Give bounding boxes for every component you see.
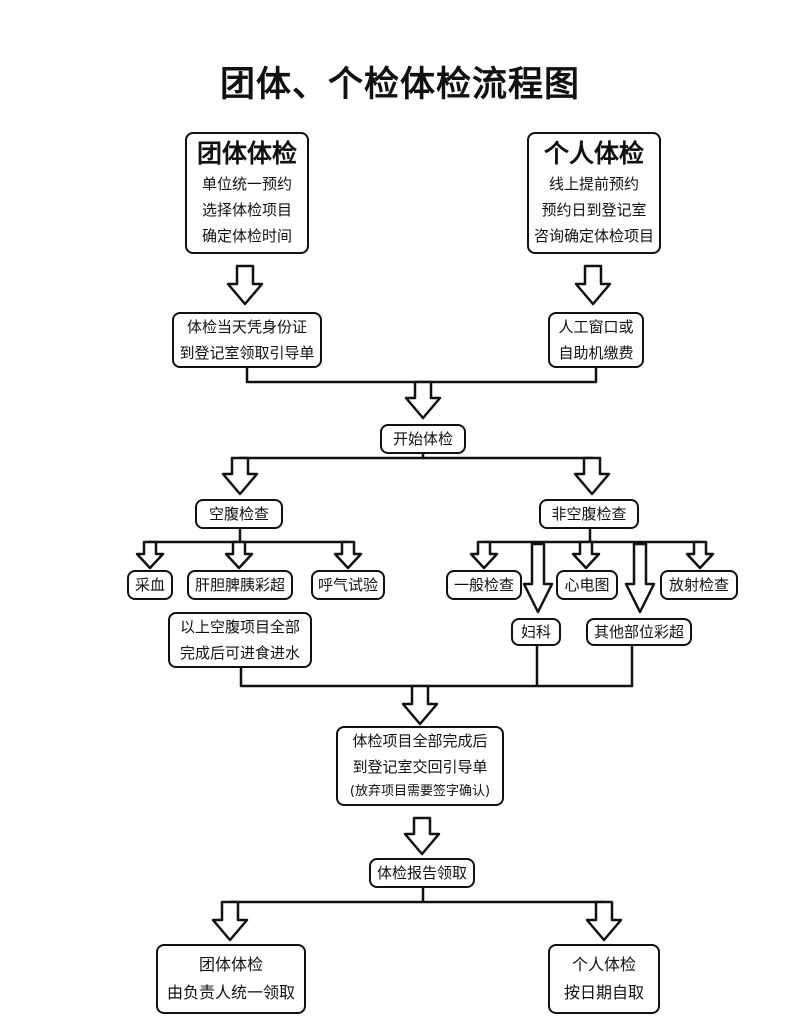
down-arrow-icon <box>226 264 264 306</box>
individual-exam-step: 线上提前预约 <box>548 175 639 193</box>
abdominal-ultrasound-box: 肝胆脾胰彩超 <box>187 570 293 600</box>
individual-exam-step: 咨询确定体检项目 <box>533 227 654 245</box>
down-arrow-icon <box>574 264 612 306</box>
payment-box: 人工窗口或 自助机缴费 <box>548 312 644 368</box>
group-exam-step: 单位统一预约 <box>201 175 292 193</box>
report-pickup-box: 体检报告领取 <box>369 858 475 888</box>
breath-test-box: 呼气试验 <box>311 570 385 600</box>
gynecology-box: 妇科 <box>511 618 561 646</box>
individual-exam-box: 个人体检 线上提前预约 预约日到登记室 咨询确定体检项目 <box>527 132 661 254</box>
individual-exam-step: 预约日到登记室 <box>541 201 647 219</box>
down-arrow-icon <box>211 900 249 942</box>
radiology-box: 放射检查 <box>660 570 738 600</box>
fasting-check-label: 空腹检查 <box>208 505 269 523</box>
payment-line: 人工窗口或 <box>558 318 634 336</box>
group-exam-step: 选择体检项目 <box>201 201 292 219</box>
non-fasting-check-box: 非空腹检查 <box>539 499 639 529</box>
non-fasting-check-label: 非空腹检查 <box>551 505 627 523</box>
start-exam-box: 开始体检 <box>380 424 466 454</box>
blood-draw-box: 采血 <box>127 570 173 600</box>
group-exam-step: 确定体检时间 <box>201 227 292 245</box>
payment-line: 自助机缴费 <box>558 344 634 362</box>
group-checkin-box: 体检当天凭身份证 到登记室领取引导单 <box>172 312 322 368</box>
radiology-label: 放射检查 <box>668 576 729 594</box>
group-pickup-line: 团体体检 <box>198 955 263 974</box>
down-arrow-icon <box>135 540 165 570</box>
down-arrow-icon <box>624 542 656 614</box>
page-title: 团体、个检体检流程图 <box>219 65 580 105</box>
down-arrow-icon <box>333 540 363 570</box>
start-exam-label: 开始体检 <box>392 430 453 448</box>
down-arrow-icon <box>573 456 611 496</box>
individual-pickup-line: 按日期自取 <box>563 983 644 1002</box>
general-exam-label: 一般检查 <box>453 576 514 594</box>
finish-line: 体检项目全部完成后 <box>352 732 488 750</box>
blood-draw-label: 采血 <box>134 576 165 594</box>
down-arrow-icon <box>469 540 499 570</box>
other-ultrasound-label: 其他部位彩超 <box>593 623 684 641</box>
group-exam-box: 团体体检 单位统一预约 选择体检项目 确定体检时间 <box>185 132 309 254</box>
fasting-check-box: 空腹检查 <box>195 499 283 529</box>
down-arrow-icon <box>221 456 259 496</box>
fasting-note-line: 以上空腹项目全部 <box>179 618 300 636</box>
group-pickup-box: 团体体检 由负责人统一领取 <box>156 944 306 1014</box>
down-arrow-icon <box>522 542 554 614</box>
abdominal-ultrasound-label: 肝胆脾胰彩超 <box>194 576 285 594</box>
down-arrow-icon <box>404 380 442 420</box>
fasting-note-line: 完成后可进食进水 <box>179 644 300 662</box>
finish-note: (放弃项目需要签字确认) <box>349 784 491 799</box>
report-pickup-label: 体检报告领取 <box>376 864 467 882</box>
group-exam-heading: 团体体检 <box>196 139 297 168</box>
finish-box: 体检项目全部完成后 到登记室交回引导单 (放弃项目需要签字确认) <box>336 726 504 806</box>
finish-line: 到登记室交回引导单 <box>352 758 488 776</box>
down-arrow-icon <box>585 900 623 942</box>
ecg-box: 心电图 <box>556 570 618 600</box>
individual-pickup-line: 个人体检 <box>571 955 636 974</box>
group-checkin-line: 到登记室领取引导单 <box>179 344 315 362</box>
general-exam-box: 一般检查 <box>446 570 522 600</box>
down-arrow-icon <box>571 540 601 570</box>
gynecology-label: 妇科 <box>520 623 551 641</box>
ecg-label: 心电图 <box>564 576 610 594</box>
group-checkin-line: 体检当天凭身份证 <box>186 318 307 336</box>
individual-exam-heading: 个人体检 <box>543 139 644 168</box>
fasting-note-box: 以上空腹项目全部 完成后可进食进水 <box>168 612 312 668</box>
breath-test-label: 呼气试验 <box>317 576 378 594</box>
group-pickup-line: 由负责人统一领取 <box>166 983 295 1002</box>
down-arrow-icon <box>224 540 254 570</box>
down-arrow-icon <box>403 816 441 856</box>
down-arrow-icon <box>401 684 439 726</box>
down-arrow-icon <box>685 540 715 570</box>
other-ultrasound-box: 其他部位彩超 <box>586 618 692 646</box>
individual-pickup-box: 个人体检 按日期自取 <box>548 944 660 1014</box>
